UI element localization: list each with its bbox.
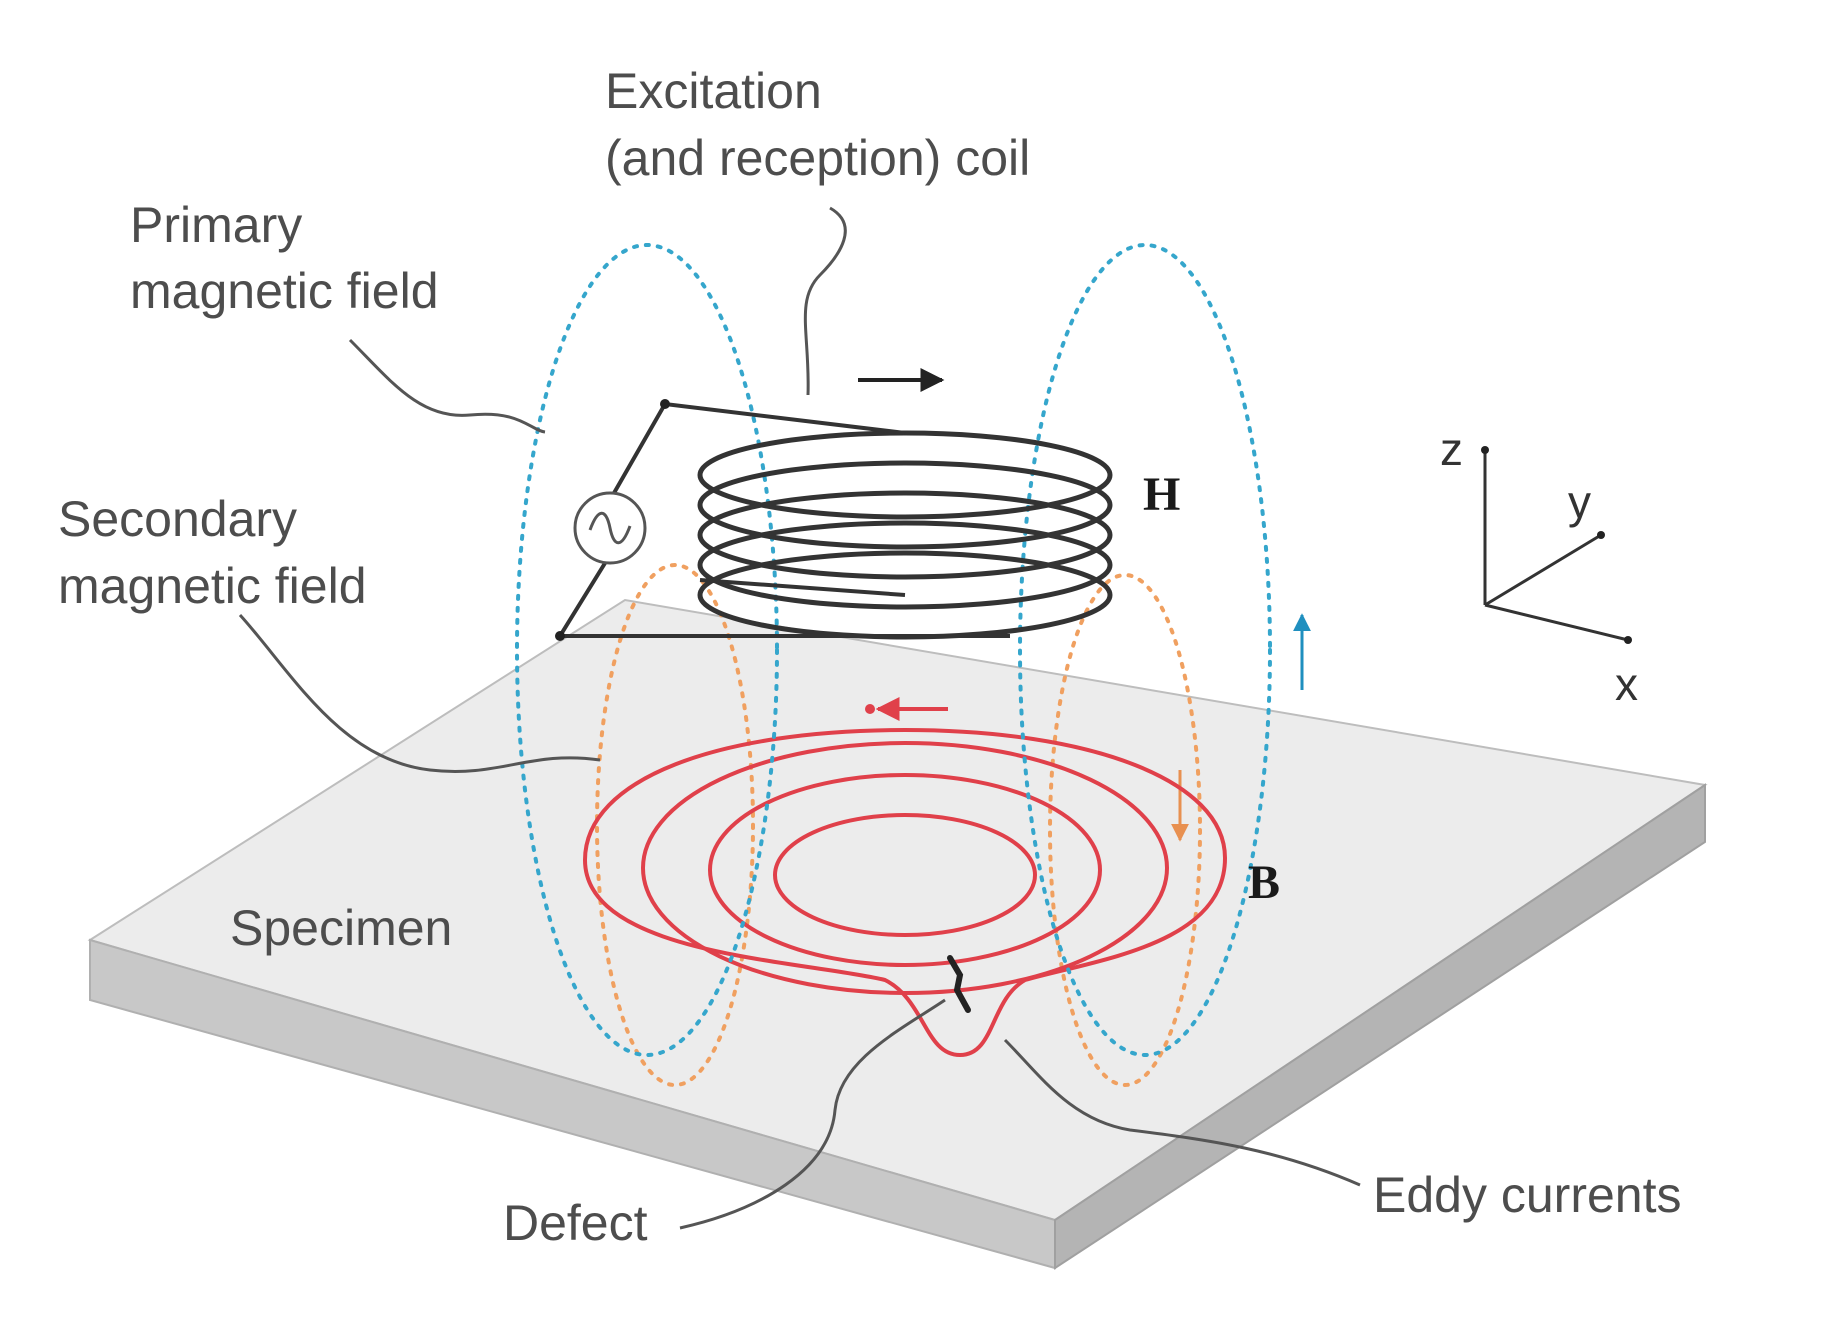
secondary-field-loop-left: [595, 563, 755, 1087]
primary-field-loops: [515, 243, 1272, 1057]
leader-secondary-field: [238, 613, 601, 773]
specimen-label: Specimen: [230, 900, 452, 956]
coordinate-axes: z y x: [1440, 423, 1638, 710]
eddy-current-loop-2: [708, 773, 1102, 967]
coil-turn-2: [697, 460, 1113, 550]
leader-primary-field: [348, 338, 546, 434]
defect-label: Defect: [503, 1195, 648, 1251]
primary-field-loop-left: [515, 243, 779, 1057]
leader-defect: [679, 998, 946, 1230]
circuit-wire-top: [608, 401, 906, 501]
secondary-field-loops: [595, 563, 1202, 1087]
circuit-wire-return: [699, 578, 906, 597]
coil-turn-3: [697, 490, 1113, 580]
plate-side-face: [1054, 783, 1706, 1270]
excitation-coil-label-line2: (and reception) coil: [605, 130, 1030, 186]
eddy-current-arrow-dot: [865, 704, 875, 714]
y-axis: [1484, 533, 1602, 607]
eddy-current-loops: [582, 727, 1228, 1058]
B-symbol: B: [1248, 856, 1280, 909]
coil-turn-4: [697, 520, 1113, 610]
primary-field-loop-right: [1018, 243, 1272, 1057]
excitation-coil-label-line1: Excitation: [605, 63, 822, 119]
secondary-field-loop-right: [1048, 573, 1202, 1087]
z-axis-label: z: [1440, 423, 1463, 475]
ac-source-icon: [573, 491, 647, 565]
defect-crack: [947, 955, 971, 1013]
wire-terminal-top: [660, 399, 670, 409]
excitation-coil: [697, 430, 1113, 640]
eddy-current-loop-outer: [582, 727, 1228, 1058]
leader-excitation-coil: [803, 206, 847, 396]
x-axis: [1484, 603, 1629, 642]
primary-field-label-line1: Primary: [130, 197, 302, 253]
secondary-field-label-line1: Secondary: [58, 491, 297, 547]
wire-terminal-bottom: [555, 631, 565, 641]
eddy-current-loop-1: [773, 813, 1037, 937]
H-symbol: H: [1143, 468, 1180, 521]
eddy-currents-label: Eddy currents: [1373, 1167, 1681, 1223]
secondary-field-label-line2: magnetic field: [58, 558, 367, 614]
leader-eddy-currents: [1003, 1038, 1361, 1187]
specimen-plate: [87, 598, 1708, 1270]
y-axis-label: y: [1568, 476, 1591, 528]
x-axis-label: x: [1615, 658, 1638, 710]
primary-field-label-line2: magnetic field: [130, 263, 439, 319]
